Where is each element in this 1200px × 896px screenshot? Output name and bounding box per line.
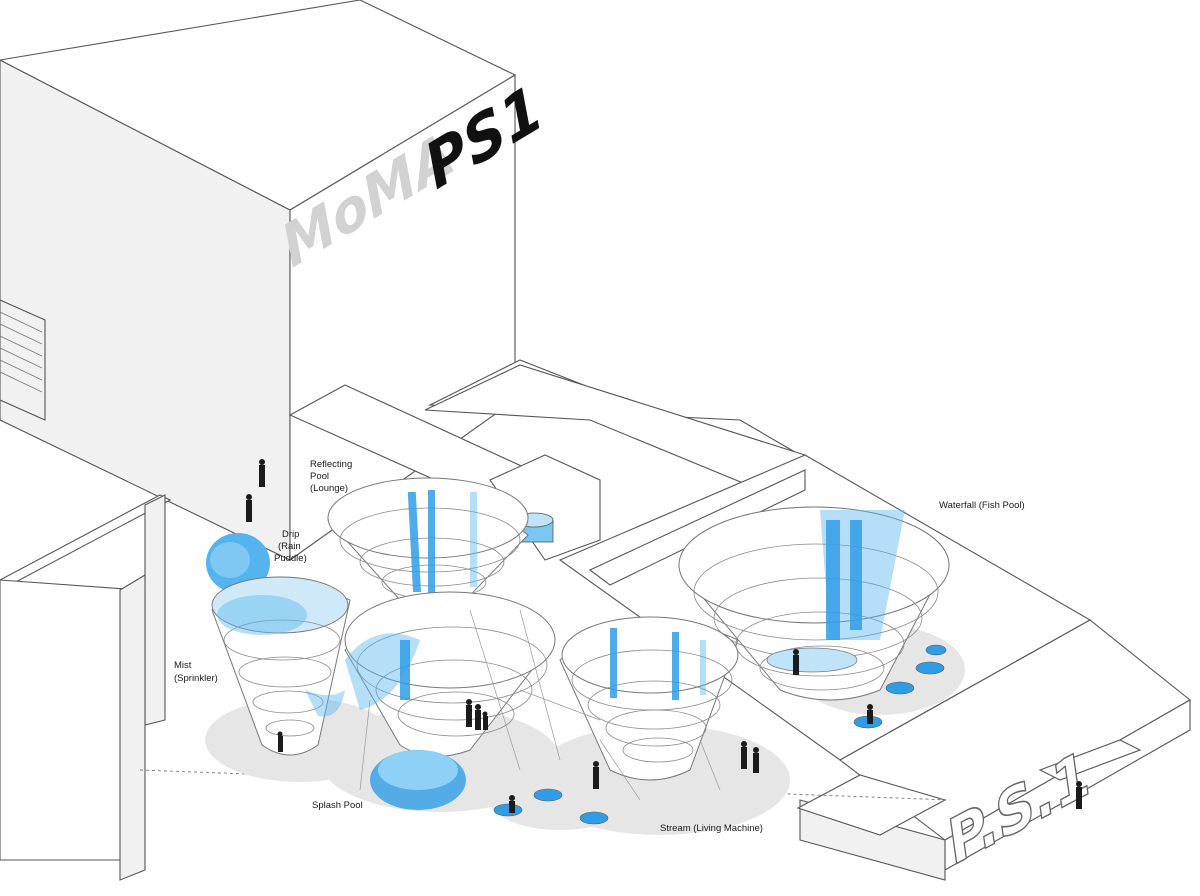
front-left-buildings <box>0 494 172 881</box>
person <box>753 747 759 773</box>
label-mist: Mist (Sprinkler) <box>174 660 218 684</box>
person <box>246 494 252 522</box>
diagram-labels: Reflecting Pool (Lounge) Drip (Rain Pudd… <box>174 459 1025 834</box>
label-drip-line: (Rain <box>278 541 301 552</box>
person <box>466 699 472 727</box>
person <box>475 704 481 730</box>
label-waterfall: Waterfall (Fish Pool) <box>939 500 1025 511</box>
label-reflecting-pool-line: (Lounge) <box>310 483 348 494</box>
label-mist-line: (Sprinkler) <box>174 673 218 684</box>
label-reflecting-pool-line: Reflecting <box>310 459 352 470</box>
person <box>277 731 283 752</box>
splash-pool-cone <box>344 591 556 810</box>
mist-cone <box>211 576 351 756</box>
person <box>1076 781 1082 809</box>
label-splash-pool: Splash Pool <box>312 800 363 811</box>
label-drip-line: Puddle) <box>274 553 307 564</box>
label-reflecting-pool: Reflecting Pool (Lounge) <box>310 459 355 494</box>
stream-cone <box>559 616 739 781</box>
drip-water-blob <box>206 533 270 593</box>
label-mist-line: Mist <box>174 660 192 671</box>
label-drip-line: Drip <box>282 529 299 540</box>
stairs <box>0 299 46 421</box>
person <box>509 795 515 813</box>
person <box>482 711 488 730</box>
waterfall-cone <box>678 506 950 701</box>
label-stream: Stream (Living Machine) <box>660 823 763 834</box>
label-reflecting-pool-line: Pool <box>310 471 329 482</box>
person <box>593 761 599 789</box>
label-drip: Drip (Rain Puddle) <box>274 529 307 564</box>
people <box>246 459 1082 813</box>
person <box>793 649 799 675</box>
reflecting-pool-cone <box>327 477 529 614</box>
person <box>259 459 265 487</box>
person <box>867 704 873 724</box>
person <box>741 741 747 769</box>
structure-legs <box>359 609 721 801</box>
